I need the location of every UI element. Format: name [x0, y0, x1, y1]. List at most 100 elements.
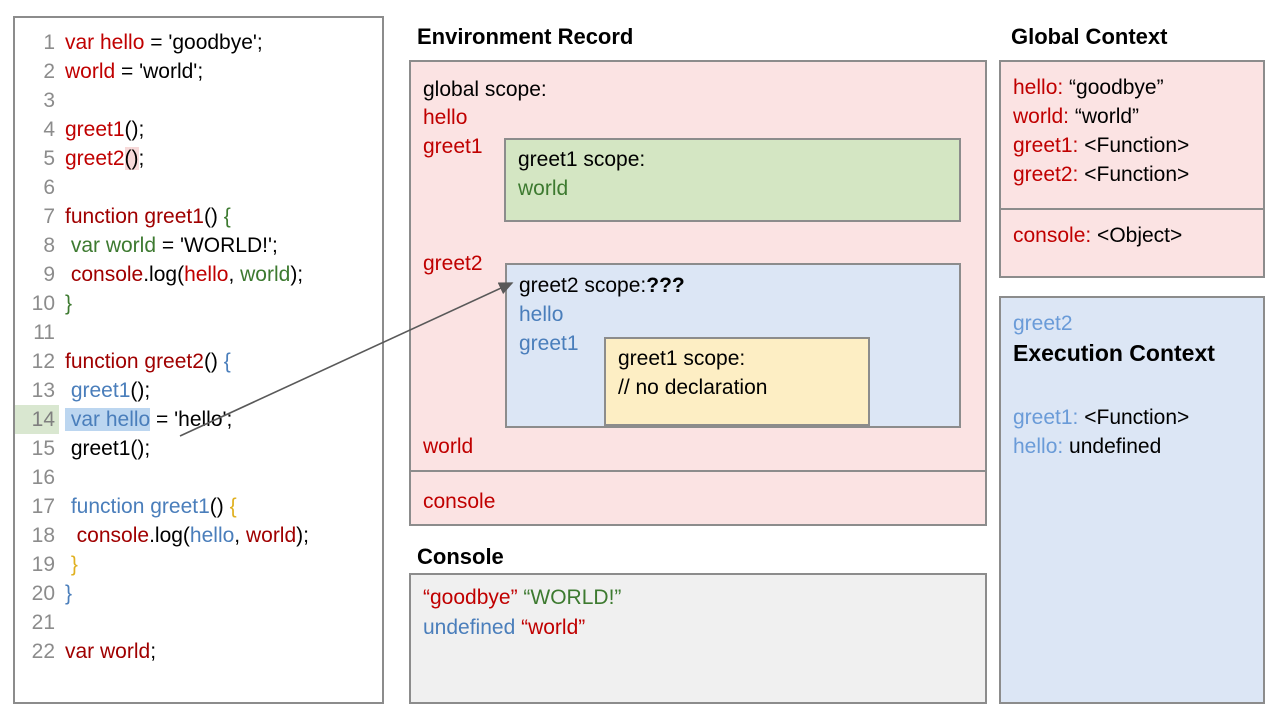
code-token: function greet1 — [65, 495, 210, 518]
code-line[interactable]: 21 — [15, 608, 382, 637]
code-token: hello — [189, 524, 235, 547]
er-var-console: console — [423, 490, 496, 513]
code-token: var world — [65, 234, 157, 257]
greet2-scope-label: greet2 scope:??? — [519, 274, 685, 298]
gc-entry-key: greet2: — [1013, 163, 1079, 186]
greet1-scope-box: greet1 scope: world — [504, 138, 961, 222]
code-line[interactable]: 13 greet1(); — [15, 376, 382, 405]
ec-entry-key: greet1: — [1013, 406, 1079, 429]
code-line[interactable]: 6 — [15, 173, 382, 202]
console-output-line: undefined “world” — [423, 616, 585, 640]
gc-entry-hello: hello: “goodbye” — [1013, 76, 1164, 100]
code-line[interactable]: 15 greet1(); — [15, 434, 382, 463]
code-line-source: function greet1() { — [59, 202, 231, 231]
gc-entry-value: <Object> — [1091, 224, 1183, 247]
code-line-source: var world; — [59, 637, 156, 666]
code-line-source: } — [59, 289, 72, 318]
code-token: greet1 — [65, 118, 125, 141]
code-token: world — [65, 60, 116, 83]
code-line[interactable]: 16 — [15, 463, 382, 492]
ec-entry-value: undefined — [1063, 435, 1162, 458]
code-line-number: 10 — [31, 292, 55, 315]
code-token: (); — [124, 118, 145, 141]
console-token: “WORLD!” — [523, 586, 622, 609]
code-line[interactable]: 20} — [15, 579, 382, 608]
code-token: hello — [184, 263, 229, 286]
gc-entry-greet2: greet2: <Function> — [1013, 163, 1189, 187]
gc-entry-world: world: “world” — [1013, 105, 1139, 129]
code-line[interactable]: 9 console.log(hello, world); — [15, 260, 382, 289]
code-token: ); — [296, 524, 309, 547]
code-line[interactable]: 8 var world = 'WORLD!'; — [15, 231, 382, 260]
code-token: world — [245, 524, 297, 547]
code-line-source: var world = 'WORLD!'; — [59, 231, 278, 260]
code-line-number: 20 — [31, 582, 55, 605]
code-line-source: console.log(hello, world); — [59, 521, 309, 550]
code-line[interactable]: 10} — [15, 289, 382, 318]
code-token: = 'goodbye'; — [144, 31, 263, 54]
environment-record-panel: global scope: hello greet1 greet1 scope:… — [409, 60, 987, 526]
code-line[interactable]: 19 } — [15, 550, 382, 579]
code-line[interactable]: 18 console.log(hello, world); — [15, 521, 382, 550]
gc-entry-key: console: — [1013, 224, 1092, 247]
code-token: var world — [65, 640, 151, 663]
console-token: “world” — [521, 616, 586, 639]
code-token: } — [65, 292, 73, 315]
code-line-number: 3 — [43, 89, 55, 112]
code-line-source: world = 'world'; — [59, 57, 203, 86]
console-title: Console — [417, 544, 504, 569]
code-line[interactable]: 17 function greet1() { — [15, 492, 382, 521]
gc-entry-key: hello: — [1013, 76, 1064, 99]
code-line-number: 21 — [31, 611, 55, 634]
greet1-scope-var-world: world — [518, 177, 569, 200]
ec-entry-hello: hello: undefined — [1013, 435, 1161, 459]
nested-greet1-scope-box: greet1 scope: // no declaration — [604, 337, 870, 426]
console-token: undefined — [423, 616, 522, 639]
nested-greet1-scope-label: greet1 scope: — [618, 347, 746, 370]
code-token: function greet2 — [65, 350, 204, 373]
greet2-scope-box: greet2 scope:??? hello greet1 greet1 sco… — [505, 263, 961, 428]
greet2-scope-var-greet1: greet1 — [519, 332, 579, 355]
code-token: world — [240, 263, 291, 286]
code-token: greet1 — [65, 379, 131, 402]
code-token: ; — [138, 147, 145, 170]
code-line[interactable]: 3 — [15, 86, 382, 115]
code-line-source: function greet1() { — [59, 492, 237, 521]
code-line[interactable]: 14 var hello = 'hello'; — [15, 405, 382, 434]
code-line-number: 19 — [31, 553, 55, 576]
code-line[interactable]: 11 — [15, 318, 382, 347]
code-line-number: 16 — [31, 466, 55, 489]
code-token: , — [234, 524, 246, 547]
environment-record-console-row: console — [411, 472, 985, 524]
code-token: (); — [130, 379, 151, 402]
code-line-source: } — [59, 579, 72, 608]
execution-context-panel: greet2 Execution Context greet1: <Functi… — [999, 296, 1265, 704]
code-token: } — [65, 582, 73, 605]
code-token: var hello — [65, 408, 151, 431]
environment-record-divider — [411, 470, 985, 472]
global-scope-label: global scope: — [423, 78, 547, 101]
ec-entry-value: <Function> — [1078, 406, 1190, 429]
code-line-number: 15 — [31, 437, 55, 460]
er-var-hello: hello — [423, 106, 468, 129]
code-line-source: console.log(hello, world); — [59, 260, 303, 289]
code-token: = 'WORLD!'; — [156, 234, 278, 257]
code-token: { — [223, 350, 231, 373]
code-token: () — [203, 205, 224, 228]
code-line-number: 12 — [31, 350, 55, 373]
code-token: .log( — [149, 524, 190, 547]
code-token: = 'hello'; — [150, 408, 233, 431]
code-token: () — [124, 147, 139, 170]
code-token: { — [223, 205, 231, 228]
gc-entry-console: console: <Object> — [1013, 224, 1182, 248]
code-line-source: greet1(); — [59, 115, 144, 144]
